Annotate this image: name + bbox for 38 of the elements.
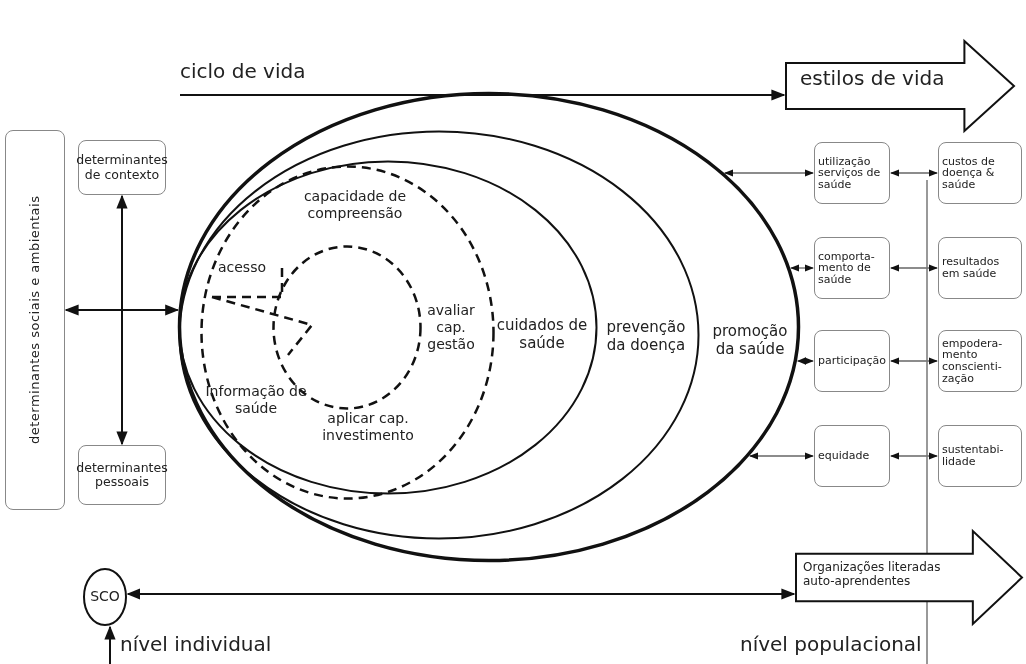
node-label: aplicar cap. investimento: [321, 410, 415, 444]
level-label: nível individual: [120, 632, 272, 656]
node-label: Informação de saúde: [204, 383, 308, 417]
arrow: [890, 452, 938, 460]
arrow: [890, 169, 938, 177]
node-label: avaliar cap. gestão: [426, 302, 476, 353]
arrow: [790, 264, 814, 272]
text-box: participação: [814, 330, 890, 392]
text-box: comporta- mento de saúde: [814, 237, 890, 299]
arrow: [126, 588, 796, 600]
node-label: prevenção da doença: [605, 318, 687, 354]
edge-label: ciclo de vida: [180, 59, 306, 83]
text-box: equidade: [814, 425, 890, 487]
arrow: [724, 169, 814, 177]
arrow: [104, 625, 116, 664]
node-label: promoção da saúde: [711, 322, 789, 358]
node-label: acesso: [216, 259, 267, 276]
node-label: SCO: [89, 588, 121, 605]
node-label: cuidados de saúde: [495, 316, 589, 352]
node-label: Organizações literadas auto-aprendentes: [803, 560, 942, 589]
node-label: capacidade de compreensão: [302, 188, 408, 222]
arrow: [796, 357, 814, 365]
node-label: estilos de vida: [800, 66, 946, 90]
arrow: [64, 304, 180, 316]
text-box: custos de doença & saúde: [938, 142, 1022, 204]
text-box: empodera- mento conscienti- zação: [938, 330, 1022, 392]
arrow: [890, 264, 938, 272]
text-box: sustentabi- lidade: [938, 425, 1022, 487]
arrow: [179, 89, 786, 101]
text-box: determinantes pessoais: [78, 445, 166, 505]
arrow: [116, 194, 128, 446]
text-box: resultados em saúde: [938, 237, 1022, 299]
arrow: [749, 452, 814, 460]
text-box: determinantes sociais e ambientais: [5, 130, 65, 510]
level-label: nível populacional: [740, 632, 922, 656]
arrow: [890, 357, 938, 365]
text-box: utilização serviços de saúde: [814, 142, 890, 204]
text-box: determinantes de contexto: [78, 140, 166, 195]
